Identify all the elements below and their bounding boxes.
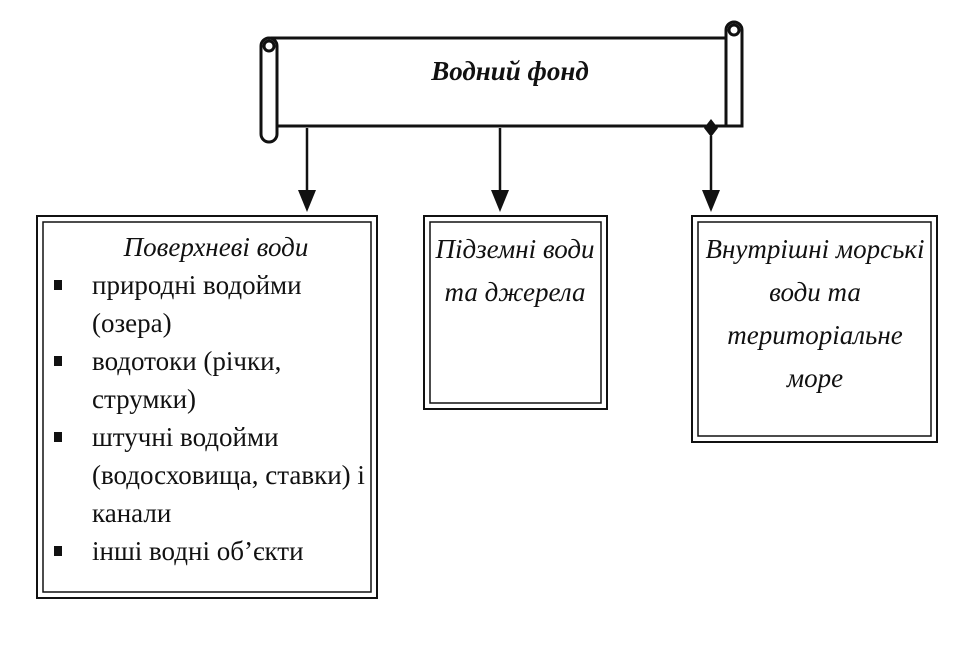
diagram-title: Водний фонд <box>431 56 589 86</box>
list-item: водотоки (річки, струмки) <box>52 342 372 418</box>
ground-waters-box <box>423 215 608 410</box>
surface-waters-box <box>36 215 378 599</box>
surface-waters-heading: Поверхневі води <box>123 232 309 262</box>
bullet-icon <box>54 546 62 556</box>
list-item: штучні водойми (водосховища, ставки) і к… <box>52 418 372 532</box>
title-scroll <box>259 20 744 144</box>
connectors <box>298 119 720 212</box>
list-item: інші водні об’єкти <box>52 532 372 570</box>
surface-waters-list: природні водойми (озера) водотоки (річки… <box>52 266 372 570</box>
bullet-icon <box>54 280 62 290</box>
bullet-icon <box>54 356 62 366</box>
ground-waters-text: Підземні води та джерела <box>435 234 595 307</box>
surface-waters-content: Поверхневі води природні водойми (озера)… <box>52 228 372 570</box>
bullet-icon <box>54 432 62 442</box>
diamond-connector-icon <box>704 119 718 137</box>
sea-waters-text: Внутрішні морські води та територіальне … <box>705 234 925 393</box>
list-item: природні водойми (озера) <box>52 266 372 342</box>
sea-waters-box <box>691 215 938 443</box>
